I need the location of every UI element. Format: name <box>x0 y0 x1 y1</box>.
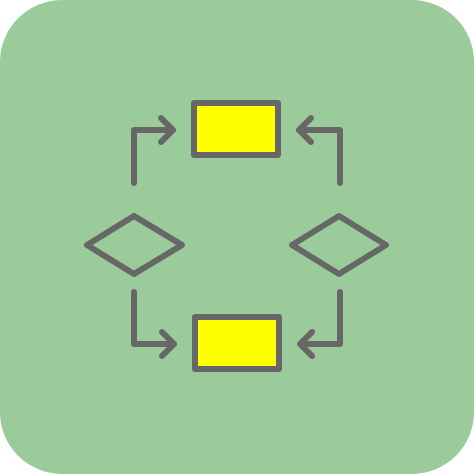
arrow-left-bottom <box>131 289 177 359</box>
arrow-left-top <box>131 115 176 186</box>
process-box-bottom <box>192 314 282 372</box>
decision-diamond-left <box>84 213 185 277</box>
arrow-right-bottom <box>297 289 343 359</box>
arrow-right-top <box>296 115 343 186</box>
process-box-top <box>191 100 281 158</box>
decision-diamond-right <box>289 213 389 277</box>
